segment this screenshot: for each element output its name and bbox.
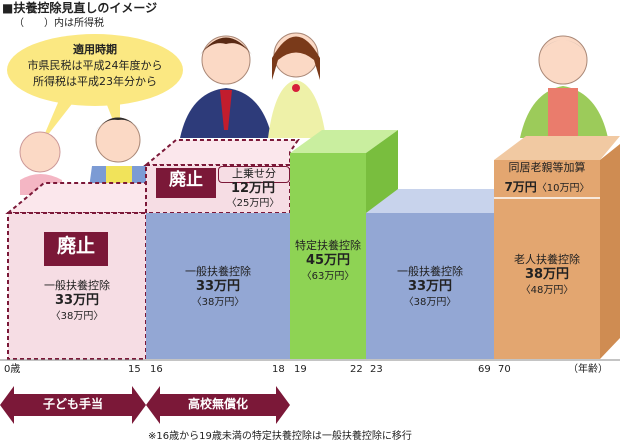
surcharge-income-tax: 〈25万円〉 bbox=[226, 198, 280, 209]
tick-15: 15 bbox=[128, 364, 141, 375]
specific-amount: 45万円 bbox=[305, 253, 351, 268]
tick-23: 23 bbox=[370, 364, 383, 375]
tick-70: 70 bbox=[498, 364, 511, 375]
callout-title: 適用時期 bbox=[73, 43, 117, 56]
block-elderly bbox=[494, 136, 620, 359]
age-unit: （年齢） bbox=[568, 364, 608, 375]
callout-bubble bbox=[7, 34, 183, 145]
elderly-illustration bbox=[520, 35, 608, 138]
specific-income-tax: 〈63万円〉 bbox=[301, 271, 355, 282]
block-general-16-18 bbox=[146, 213, 290, 359]
surcharge-name: 上乗せ分 bbox=[218, 166, 290, 183]
tick-69: 69 bbox=[478, 364, 491, 375]
elderly-income-tax: 〈48万円〉 bbox=[520, 285, 574, 296]
tick-18: 18 bbox=[272, 364, 285, 375]
child-allowance-label: 子ども手当 bbox=[42, 397, 103, 411]
abolished-badge-child bbox=[44, 232, 108, 266]
child-deduction-income-tax: 〈38万円〉 bbox=[50, 311, 104, 322]
general-16-18-amount: 33万円 bbox=[195, 279, 241, 294]
tick-22: 22 bbox=[350, 364, 363, 375]
diagram-title: ■扶養控除見直しのイメージ bbox=[2, 1, 158, 15]
elderly-cohabiting-name: 同居老親等加算 bbox=[508, 161, 586, 174]
general-16-18-income-tax: 〈38万円〉 bbox=[191, 297, 245, 308]
general-16-18-name: 一般扶養控除 bbox=[185, 265, 251, 278]
child-deduction-name: 一般扶養控除 bbox=[44, 279, 110, 292]
elderly-name: 老人扶養控除 bbox=[514, 253, 580, 266]
abolished-badge-surcharge bbox=[156, 168, 216, 198]
tick-16: 16 bbox=[150, 364, 163, 375]
arrow-tuition-free bbox=[146, 386, 290, 424]
young-woman-illustration bbox=[268, 32, 326, 138]
tuition-free-label: 高校無償化 bbox=[187, 397, 248, 411]
child-deduction-amount: 33万円 bbox=[54, 293, 100, 308]
callout-line2: 所得税は平成23年分から bbox=[33, 75, 157, 88]
general-23-69-income-tax: 〈38万円〉 bbox=[403, 297, 457, 308]
income-tax-note: （ ）内は所得税 bbox=[14, 18, 104, 29]
block-child-abolished bbox=[5, 182, 147, 360]
tick-19: 19 bbox=[294, 364, 307, 375]
young-man-illustration bbox=[180, 35, 272, 138]
footnote: ※16歳から19歳未満の特定扶養控除は一般扶養控除に移行 bbox=[148, 431, 412, 442]
elderly-cohabiting-amount: 7万円 bbox=[504, 180, 537, 194]
surcharge-amount: 12万円 bbox=[230, 181, 276, 196]
block-general-23-69 bbox=[366, 189, 526, 359]
tick-0: 0歳 bbox=[4, 364, 21, 375]
elderly-cohabiting-income-tax: 〈10万円〉 bbox=[536, 183, 590, 194]
general-23-69-amount: 33万円 bbox=[407, 279, 453, 294]
abolished-label-child: 廃止 bbox=[56, 235, 95, 257]
abolished-label-surcharge: 廃止 bbox=[169, 170, 203, 190]
specific-name: 特定扶養控除 bbox=[295, 239, 361, 252]
elderly-amount: 38万円 bbox=[524, 267, 570, 282]
elderly-cohabiting-amount-line: 7万円〈10万円〉 bbox=[494, 177, 600, 195]
general-23-69-name: 一般扶養控除 bbox=[397, 265, 463, 278]
callout-line1: 市県民税は平成24年度から bbox=[27, 59, 163, 72]
arrow-child-allowance bbox=[0, 386, 146, 424]
